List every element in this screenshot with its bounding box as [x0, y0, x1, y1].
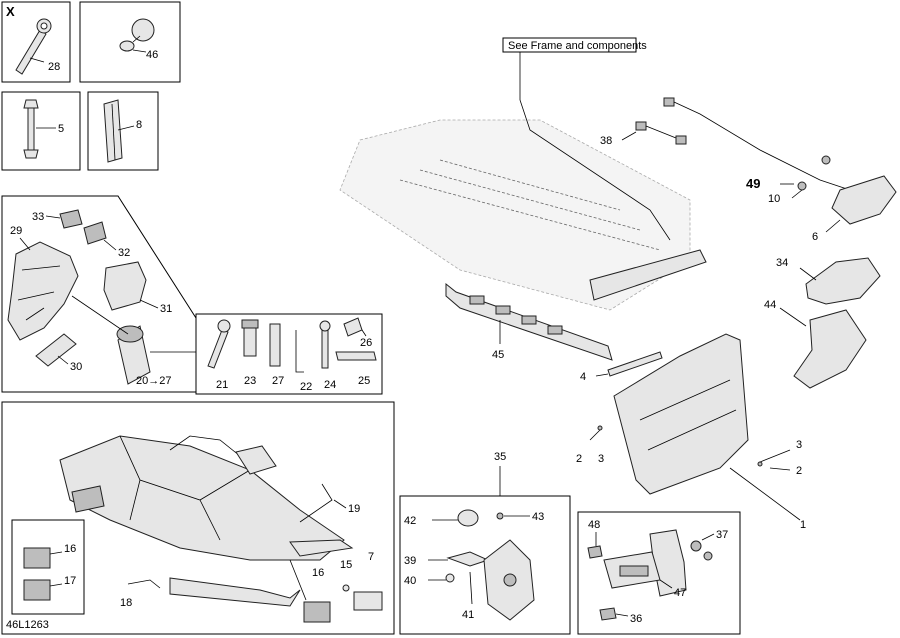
- latch-box: 35 42 43 39 40 41: [399, 451, 571, 635]
- tool-box-8: 8: [87, 91, 159, 171]
- header-mark: X: [6, 4, 15, 19]
- label-33: 33: [32, 211, 44, 223]
- label-35: 35: [494, 451, 506, 463]
- callout-frame: See Frame and components: [508, 40, 647, 52]
- label-15: 15: [340, 559, 352, 571]
- label-23: 23: [244, 375, 256, 387]
- accessory-panel: 33 32 29 31 30 20→27: [1, 195, 197, 393]
- label-45: 45: [492, 349, 504, 361]
- label-3a: 3: [598, 453, 604, 465]
- tool-box-28: X 28: [1, 1, 71, 83]
- label-10: 10: [768, 193, 780, 205]
- label-28: 28: [48, 61, 60, 73]
- label-17: 17: [64, 575, 76, 587]
- label-1: 1: [800, 519, 806, 531]
- label-2a: 2: [576, 453, 582, 465]
- label-20-27: 20→27: [136, 375, 171, 387]
- label-48: 48: [588, 519, 600, 531]
- frame-ghost: See Frame and components: [339, 37, 707, 311]
- bracket-box: 48 47 37 36: [577, 511, 741, 635]
- label-5: 5: [58, 123, 64, 135]
- label-32: 32: [118, 247, 130, 259]
- label-42: 42: [404, 515, 416, 527]
- fasteners-2-3: 2 3 3 2: [576, 425, 802, 477]
- label-24: 24: [324, 379, 336, 391]
- label-30: 30: [70, 361, 82, 373]
- part-6: 6 10 49: [746, 155, 897, 243]
- label-7: 7: [368, 551, 374, 563]
- label-40: 40: [404, 575, 416, 587]
- tool-box-5: 5: [1, 91, 81, 171]
- label-22: 22: [300, 381, 312, 393]
- label-25: 25: [358, 375, 370, 387]
- label-44: 44: [764, 299, 776, 311]
- label-46: 46: [146, 49, 158, 61]
- part-34-44: 34 44: [764, 257, 881, 389]
- part-38: 38: [600, 97, 851, 191]
- snowmobile-panel: 46L1263 19 18 16 17 16 15 7: [1, 401, 395, 635]
- label-8: 8: [136, 119, 142, 131]
- label-6: 6: [812, 231, 818, 243]
- label-27: 27: [272, 375, 284, 387]
- label-36: 36: [630, 613, 642, 625]
- diagram-code: 46L1263: [6, 619, 49, 631]
- tool-kit-box: 21 23 27 22 24 26 25: [195, 313, 383, 395]
- label-2b: 2: [796, 465, 802, 477]
- label-37: 37: [716, 529, 728, 541]
- part-1: 1 4: [580, 333, 806, 531]
- label-16a: 16: [64, 543, 76, 555]
- label-21: 21: [216, 379, 228, 391]
- label-29: 29: [10, 225, 22, 237]
- label-39: 39: [404, 555, 416, 567]
- label-47: 47: [674, 587, 686, 599]
- label-3b: 3: [796, 439, 802, 451]
- label-41: 41: [462, 609, 474, 621]
- label-31: 31: [160, 303, 172, 315]
- label-49: 49: [746, 176, 760, 191]
- label-16b: 16: [312, 567, 324, 579]
- label-34: 34: [776, 257, 788, 269]
- label-43: 43: [532, 511, 544, 523]
- label-4: 4: [580, 371, 586, 383]
- tool-box-46: 46: [79, 1, 181, 83]
- label-19: 19: [348, 503, 360, 515]
- part-45: 45: [445, 282, 613, 361]
- label-38: 38: [600, 135, 612, 147]
- label-18: 18: [120, 597, 132, 609]
- label-26: 26: [360, 337, 372, 349]
